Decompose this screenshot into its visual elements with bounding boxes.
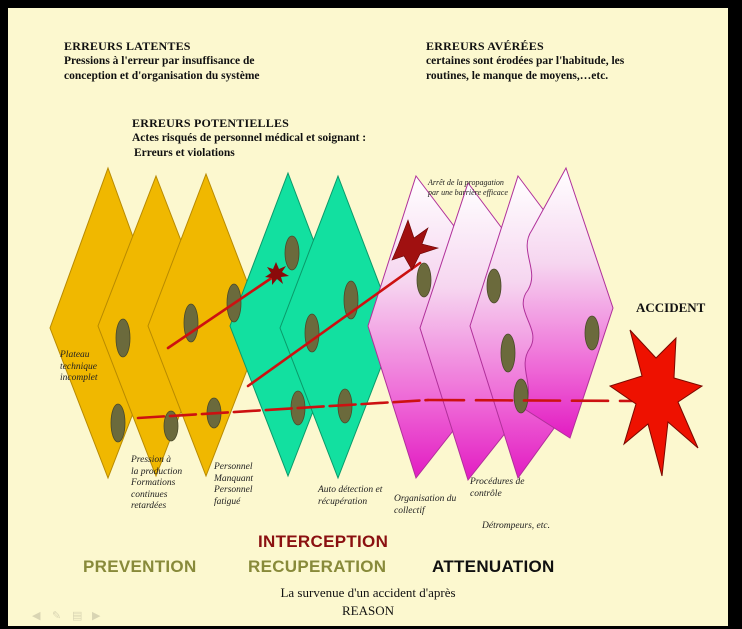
label-line: Formations bbox=[131, 478, 182, 490]
label-detrompeurs: Détrompeurs, etc. bbox=[482, 521, 550, 533]
potential-errors-title: ERREURS POTENTIELLES bbox=[132, 116, 366, 131]
averees-errors-line2: routines, le manque de moyens,…etc. bbox=[426, 69, 624, 84]
hole bbox=[501, 334, 515, 372]
label-line: la production bbox=[131, 467, 182, 479]
caption-line1: La survenue d'un accident d'après bbox=[208, 584, 528, 602]
label-line: contrôle bbox=[470, 489, 524, 501]
label-line: technique bbox=[60, 362, 97, 374]
label-line: récupération bbox=[318, 497, 382, 509]
potential-errors-block: ERREURS POTENTIELLES Actes risqués de pe… bbox=[132, 116, 366, 161]
caption-line2: REASON bbox=[208, 602, 528, 620]
caption: La survenue d'un accident d'après REASON bbox=[208, 584, 528, 620]
label-pression: Pression à la production Formations cont… bbox=[131, 455, 182, 513]
label-personnel: Personnel Manquant Personnel fatigué bbox=[214, 462, 253, 508]
averees-errors-block: ERREURS AVÉRÉES certaines sont érodées p… bbox=[426, 39, 624, 84]
next-slide-icon[interactable]: ▶ bbox=[92, 609, 100, 622]
label-line: continues bbox=[131, 490, 182, 502]
label-line: Personnel bbox=[214, 485, 253, 497]
label-auto-detection: Auto détection et récupération bbox=[318, 485, 382, 508]
label-arret: Arrêt de la propagation par une barrière… bbox=[428, 178, 508, 198]
attenuation-title: ATTENUATION bbox=[432, 557, 555, 577]
hole bbox=[487, 269, 501, 303]
averees-errors-line1: certaines sont érodées par l'habitude, l… bbox=[426, 54, 624, 69]
label-line: Procédures de bbox=[470, 477, 524, 489]
latent-errors-title: ERREURS LATENTES bbox=[64, 39, 260, 54]
label-line: Plateau bbox=[60, 350, 97, 362]
label-line: Organisation du bbox=[394, 494, 456, 506]
slide: ERREURS LATENTES Pressions à l'erreur pa… bbox=[8, 8, 728, 626]
potential-errors-line2: Erreurs et violations bbox=[132, 146, 366, 161]
accident-label: ACCIDENT bbox=[636, 300, 705, 315]
menu-icon[interactable]: ▤ bbox=[72, 609, 82, 622]
latent-errors-line2: conception et d'organisation du système bbox=[64, 69, 260, 84]
prevention-title: PREVENTION bbox=[83, 557, 197, 577]
label-line: Arrêt de la propagation bbox=[428, 178, 508, 188]
latent-errors-line1: Pressions à l'erreur par insuffisance de bbox=[64, 54, 260, 69]
label-line: incomplet bbox=[60, 373, 97, 385]
label-line: par une barrière efficace bbox=[428, 188, 508, 198]
averees-errors-title: ERREURS AVÉRÉES bbox=[426, 39, 624, 54]
hole bbox=[305, 314, 319, 352]
hole bbox=[285, 236, 299, 270]
interception-title: INTERCEPTION bbox=[258, 532, 388, 552]
pen-icon[interactable]: ✎ bbox=[52, 609, 61, 622]
label-line: Auto détection et bbox=[318, 485, 382, 497]
accident-star-icon bbox=[610, 330, 702, 476]
hole bbox=[514, 379, 528, 413]
label-procedures: Procédures de contrôle bbox=[470, 477, 524, 500]
label-plateau: Plateau technique incomplet bbox=[60, 350, 97, 385]
potential-errors-line1: Actes risqués de personnel médical et so… bbox=[132, 131, 366, 146]
label-line: Pression à bbox=[131, 455, 182, 467]
hole bbox=[116, 319, 130, 357]
label-line: Manquant bbox=[214, 474, 253, 486]
hole bbox=[585, 316, 599, 350]
trajectory-lower-end bbox=[428, 400, 638, 401]
label-organisation: Organisation du collectif bbox=[394, 494, 456, 517]
hole bbox=[417, 263, 431, 297]
latent-errors-block: ERREURS LATENTES Pressions à l'erreur pa… bbox=[64, 39, 260, 84]
prev-slide-icon[interactable]: ◀ bbox=[32, 609, 40, 622]
label-line: Personnel bbox=[214, 462, 253, 474]
label-line: collectif bbox=[394, 506, 456, 518]
hole bbox=[111, 404, 125, 442]
label-line: fatigué bbox=[214, 497, 253, 509]
recuperation-title: RECUPERATION bbox=[248, 557, 386, 577]
label-line: retardées bbox=[131, 501, 182, 513]
